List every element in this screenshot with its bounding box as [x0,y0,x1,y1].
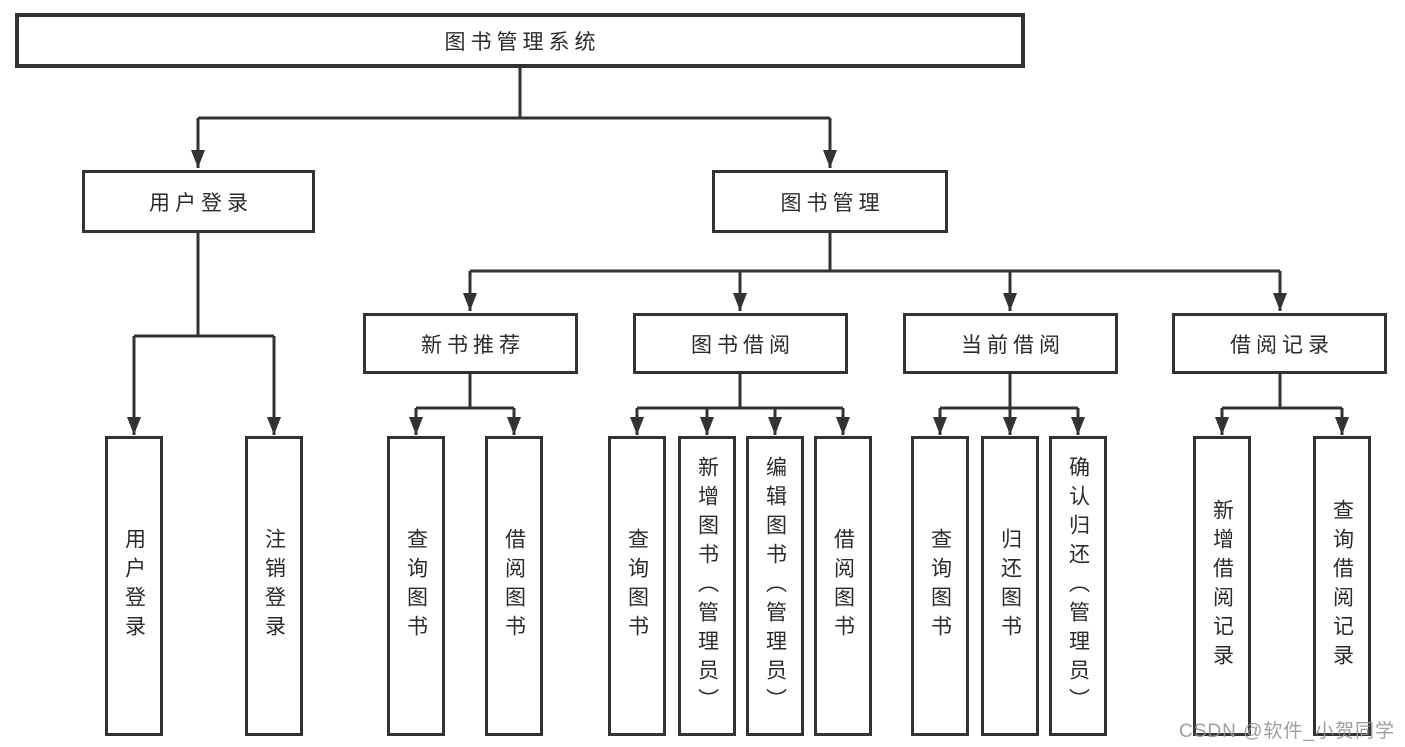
node-book-management: 图书管理 [712,170,948,233]
leaf-bb-edit-books-admin: 编辑图书（管理员） [746,436,804,736]
node-user-login: 用户登录 [82,170,315,233]
leaf-user-login: 用户登录 [105,436,163,736]
leaf-nbr-borrow-books: 借阅图书 [485,436,543,736]
leaf-nbr-query-books: 查询图书 [387,436,445,736]
leaf-logout: 注销登录 [245,436,303,736]
leaf-br-add-record: 新增借阅记录 [1193,436,1251,736]
leaf-cb-confirm-return-admin: 确认归还（管理员） [1049,436,1107,736]
leaf-cb-return-books: 归还图书 [981,436,1039,736]
leaf-cb-query-books: 查询图书 [911,436,969,736]
csdn-watermark: CSDN @软件_小贺同学 [1179,721,1395,742]
leaf-bb-add-books-admin: 新增图书（管理员） [678,436,736,736]
leaf-bb-borrow-books: 借阅图书 [814,436,872,736]
node-library-management-system: 图书管理系统 [15,13,1025,68]
leaf-bb-query-books: 查询图书 [608,436,666,736]
node-borrowing-records: 借阅记录 [1172,313,1387,374]
node-book-borrowing: 图书借阅 [633,313,848,374]
node-new-book-recommendation: 新书推荐 [363,313,578,374]
node-current-borrowing: 当前借阅 [903,313,1118,374]
leaf-br-query-record: 查询借阅记录 [1313,436,1371,736]
